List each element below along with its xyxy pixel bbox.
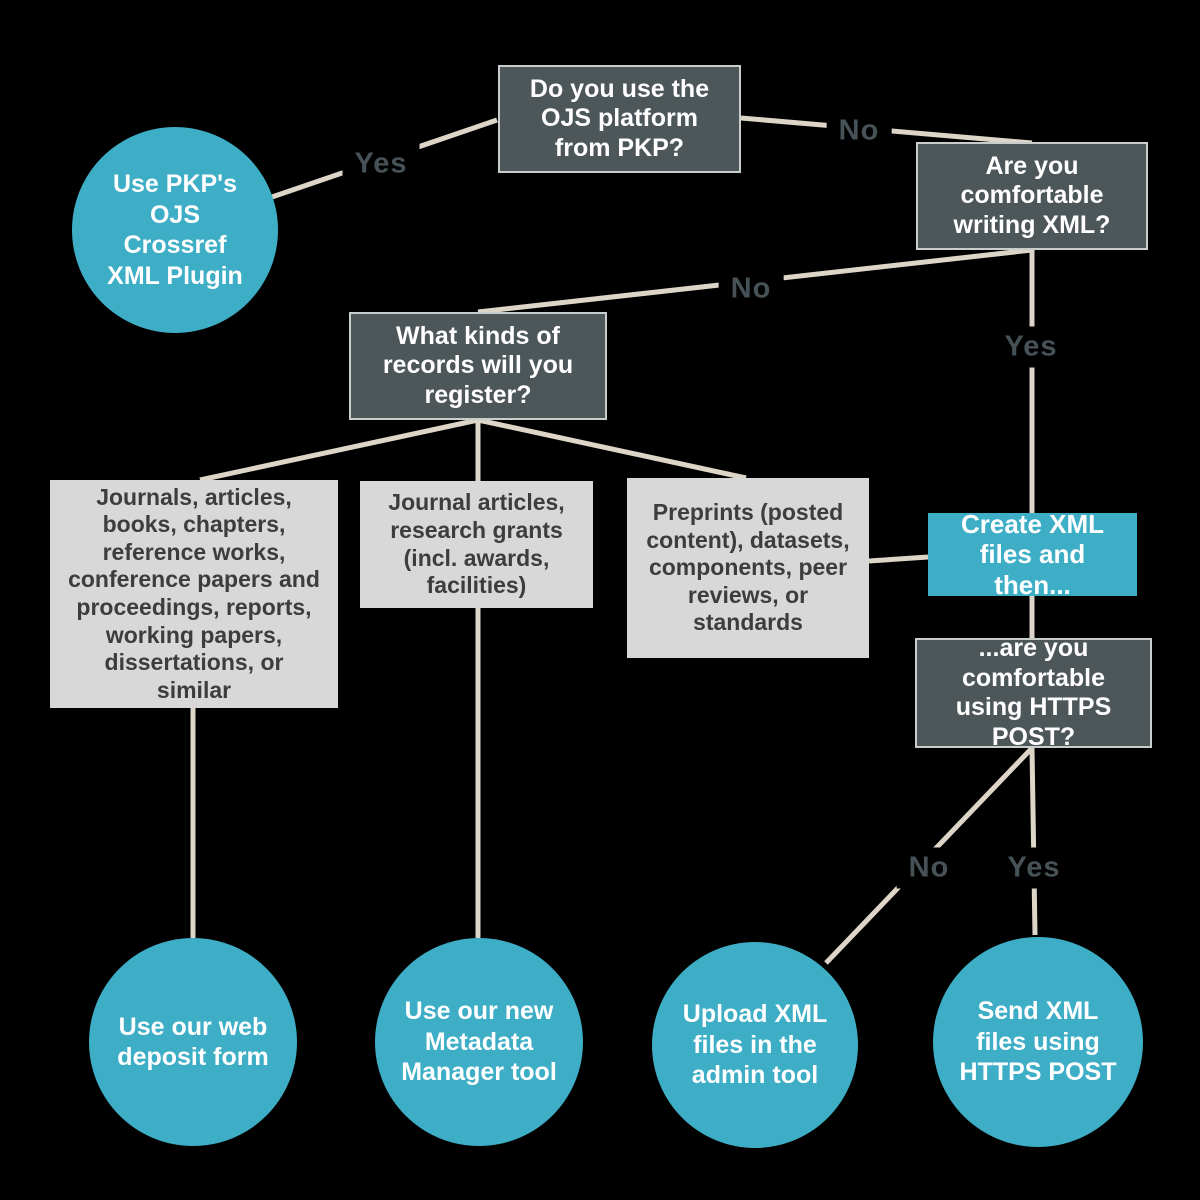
question-record-kinds: What kinds of records will you register? — [349, 312, 607, 420]
outcome-https-post-send-text: Send XML files using HTTPS POST — [959, 997, 1117, 1087]
record-box-grants: Journal articles, research grants (incl.… — [360, 481, 593, 608]
edge-label-ojs-no: No — [826, 110, 892, 152]
record-box-journals-text: Journals, articles, books, chapters, ref… — [68, 483, 320, 703]
record-box-preprints-text: Preprints (posted content), datasets, co… — [646, 499, 850, 636]
question-https-post: ...are you comfortable using HTTPS POST? — [915, 634, 1152, 751]
question-https-post-text: ...are you comfortable using HTTPS POST? — [955, 634, 1112, 751]
step-create-xml-files-text: Create XML files and then... — [960, 508, 1105, 600]
edge-label-https-yes: Yes — [995, 847, 1073, 889]
question-record-kinds-text: What kinds of records will you register? — [382, 321, 574, 409]
record-box-preprints: Preprints (posted content), datasets, co… — [627, 478, 869, 658]
edge-label-ojs-yes: Yes — [342, 143, 420, 185]
outcome-ojs-plugin-text: Use PKP's OJS Crossref XML Plugin — [107, 170, 243, 290]
question-ojs-platform: Do you use the OJS platform from PKP? — [498, 65, 741, 173]
outcome-admin-tool-upload: Upload XML files in the admin tool — [652, 942, 858, 1148]
outcome-metadata-manager: Use our new Metadata Manager tool — [375, 938, 583, 1146]
record-box-journals: Journals, articles, books, chapters, ref… — [50, 480, 338, 708]
edge-label-xml-no: No — [718, 268, 784, 310]
edge-label-xml-yes: Yes — [992, 326, 1070, 368]
outcome-metadata-manager-text: Use our new Metadata Manager tool — [401, 997, 557, 1087]
outcome-ojs-plugin: Use PKP's OJS Crossref XML Plugin — [72, 127, 278, 333]
outcome-admin-tool-upload-text: Upload XML files in the admin tool — [682, 1000, 828, 1090]
connector-records-journals — [199, 417, 479, 483]
outcome-web-deposit-form-text: Use our web deposit form — [117, 1012, 269, 1072]
question-writing-xml-text: Are you comfortable writing XML? — [953, 151, 1111, 239]
outcome-web-deposit-form: Use our web deposit form — [89, 938, 297, 1146]
step-create-xml-files: Create XML files and then... — [928, 509, 1137, 600]
outcome-https-post-send: Send XML files using HTTPS POST — [933, 937, 1143, 1147]
connector-https-yes — [1029, 747, 1038, 936]
question-writing-xml: Are you comfortable writing XML? — [916, 142, 1148, 250]
connector-preprints-createxml — [868, 554, 929, 564]
record-box-grants-text: Journal articles, research grants (incl.… — [388, 489, 565, 599]
edge-label-https-no: No — [896, 847, 962, 889]
connector-records-preprints — [477, 417, 747, 481]
question-ojs-platform-text: Do you use the OJS platform from PKP? — [529, 74, 710, 162]
